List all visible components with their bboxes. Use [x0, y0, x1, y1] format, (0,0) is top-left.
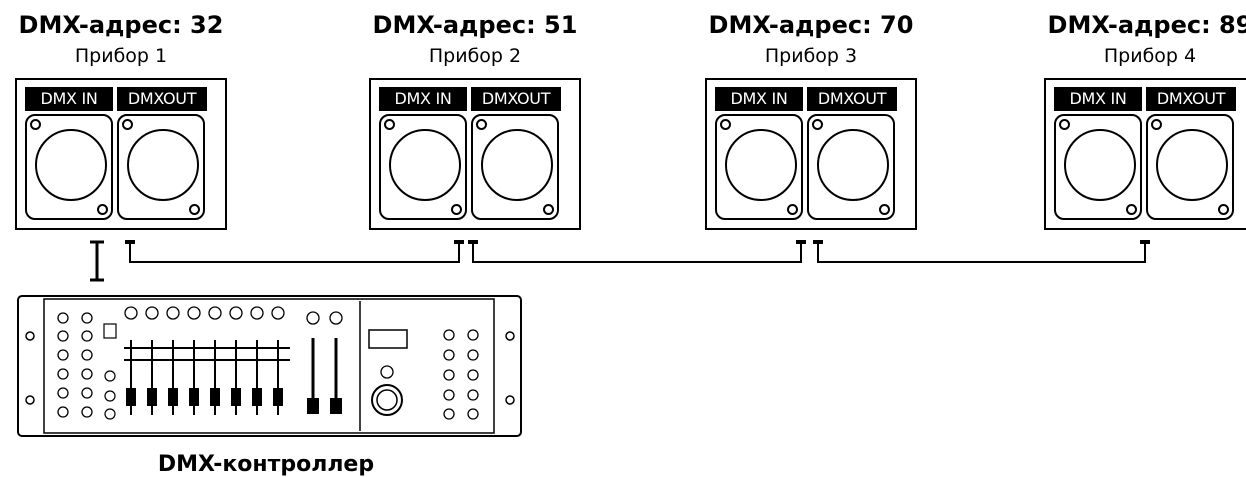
fixture-connector-panel: DMX IN DMXOUT: [15, 78, 227, 230]
dmx-in-connector-icon: [379, 114, 467, 220]
dmx-address-label: DMX-адрес: 51: [372, 11, 578, 39]
cable-fixture-2-to-fixture-3: [468, 240, 806, 263]
fixture-3: DMX-адрес: 70 Прибор 3 DMX IN DMXOUT: [681, 0, 941, 240]
fixture-4: DMX-адрес: 89 Прибор 4 DMX IN DMXOUT: [1020, 0, 1246, 240]
fixture-connector-panel: DMX IN DMXOUT: [705, 78, 917, 230]
dmx-address-label: DMX-адрес: 32: [18, 11, 224, 39]
controller-label: DMX-контроллер: [157, 452, 375, 477]
dmx-out-connector-icon: [1146, 114, 1234, 220]
dmx-out-connector-icon: [471, 114, 559, 220]
cable-fixture-3-to-fixture-4: [813, 240, 1150, 263]
fixture-2: DMX-адрес: 51 Прибор 2 DMX IN DMXOUT: [345, 0, 605, 240]
fixture-name: Прибор 4: [1103, 45, 1197, 67]
dmx-in-connector-icon: [715, 114, 803, 220]
dmx-out-connector-icon: [807, 114, 895, 220]
dmx-in-label: DMX IN: [1054, 87, 1142, 111]
dmx-out-label: DMXOUT: [1146, 87, 1236, 111]
fixture-connector-panel: DMX IN DMXOUT: [369, 78, 581, 230]
fixture-name: Прибор 1: [74, 45, 168, 67]
dmx-address-label: DMX-адрес: 89: [1047, 11, 1246, 39]
dmx-out-label: DMXOUT: [471, 87, 561, 111]
dmx-controller-icon: [17, 295, 522, 437]
dmx-out-label: DMXOUT: [807, 87, 897, 111]
dmx-out-label: DMXOUT: [117, 87, 207, 111]
dmx-in-connector-icon: [25, 114, 113, 220]
dmx-in-label: DMX IN: [25, 87, 113, 111]
dmx-in-label: DMX IN: [715, 87, 803, 111]
fixture-connector-panel: DMX IN DMXOUT: [1044, 78, 1246, 230]
dmx-in-connector-icon: [1054, 114, 1142, 220]
cable-fixture-1-to-fixture-2: [125, 240, 464, 263]
fixture-name: Прибор 2: [428, 45, 522, 67]
dmx-out-connector-icon: [117, 114, 205, 220]
dmx-address-label: DMX-адрес: 70: [708, 11, 914, 39]
fixture-1: DMX-адрес: 32 Прибор 1 DMX IN DMXOUT: [0, 0, 251, 240]
fixture-name: Прибор 3: [764, 45, 858, 67]
dmx-in-label: DMX IN: [379, 87, 467, 111]
cable-controller-to-fixture-1: [90, 240, 104, 282]
